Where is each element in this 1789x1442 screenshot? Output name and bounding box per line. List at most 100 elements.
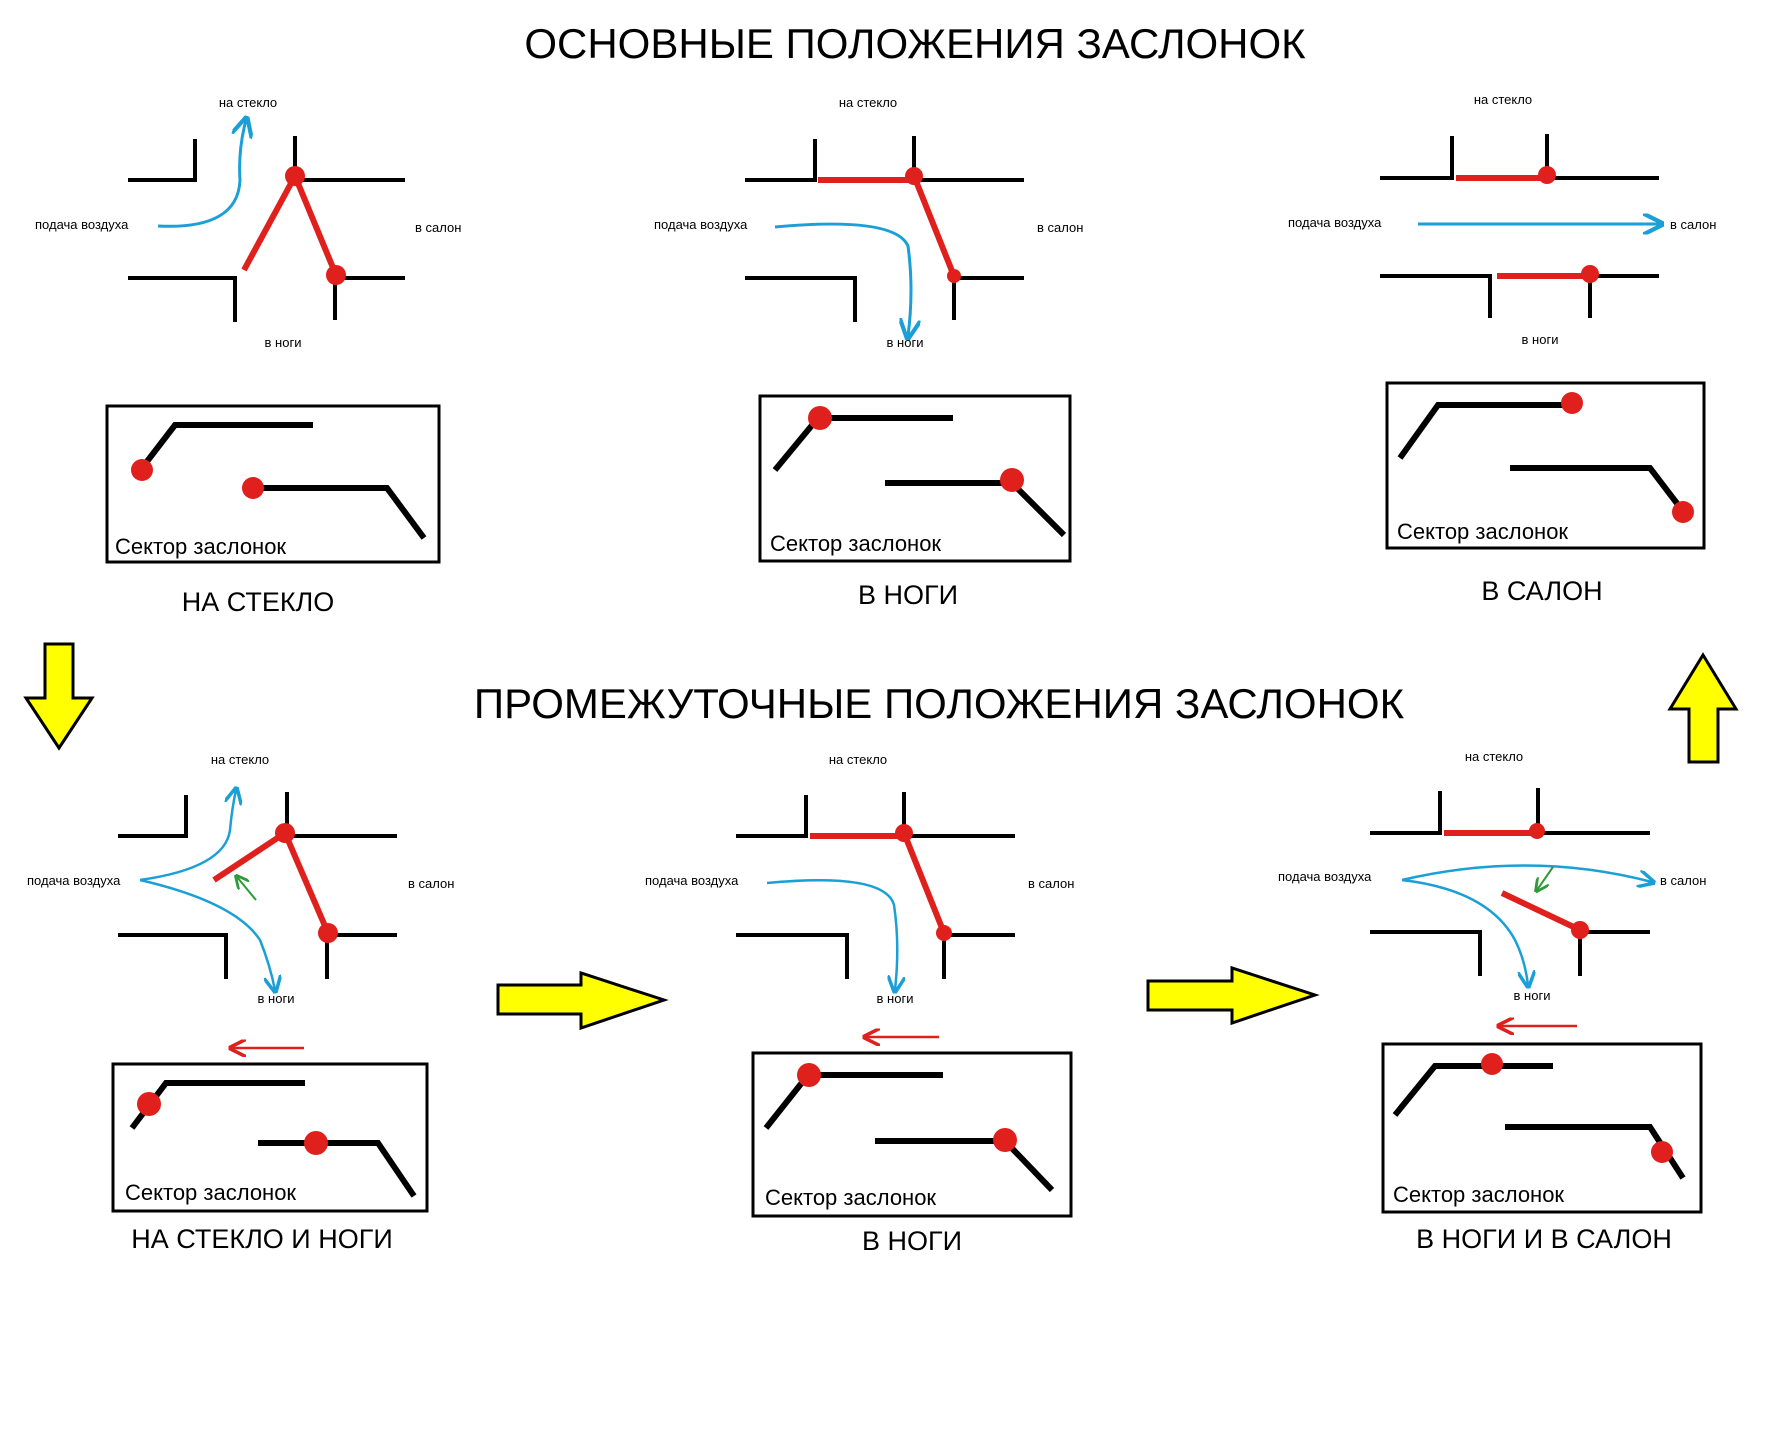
label-to-glass: на стекло [219,95,277,110]
caption-feet: В НОГИ [858,580,958,610]
sector-box [1385,381,1706,550]
label-to-glass: на стекло [829,752,887,767]
sector-marker [1000,468,1024,492]
flap-pivot [905,167,923,185]
sector-box [758,394,1072,563]
flap-pivot [1571,921,1589,939]
sector-label: Сектор заслонок [1393,1182,1564,1207]
sector-marker [131,459,153,481]
airflow-arrow-right [1401,864,1652,882]
sector-marker [1651,1141,1673,1163]
flap-pivot [895,824,913,842]
title-intermediate-positions: ПРОМЕЖУТОЧНЫЕ ПОЛОЖЕНИЯ ЗАСЛОНОК [474,680,1405,727]
flap-pivot [1538,166,1556,184]
flap-pivot [1529,823,1545,839]
flap-pivot [936,925,952,941]
flap-motion-arrow [237,877,257,901]
label-air-supply: подача воздуха [645,873,739,888]
label-air-supply: подача воздуха [27,873,121,888]
duct-walls [128,136,405,322]
sector-marker [137,1092,161,1116]
flap-pivot [275,823,295,843]
diagram-glass-and-feet: на стекло подача воздуха в салон в ноги … [27,752,454,1254]
caption-feet-and-cabin: В НОГИ И В САЛОН [1416,1224,1672,1254]
airflow-arrow-up [157,120,246,228]
label-to-cabin: в салон [1037,220,1083,235]
sector-shape [1397,402,1685,512]
label-to-feet: в ноги [258,991,295,1006]
duct-walls [745,136,1024,322]
caption-cabin: В САЛОН [1481,576,1602,606]
flap-pivot [326,265,346,285]
label-to-feet: в ноги [877,991,914,1006]
label-air-supply: подача воздуха [1278,869,1372,884]
diagram-glass: на стекло подача воздуха в салон в ноги … [35,95,461,617]
diagram-feet-intermediate: на стекло подача воздуха в салон в ноги … [645,752,1074,1256]
sector-label: Сектор заслонок [125,1180,296,1205]
sector-marker [1672,501,1694,523]
diagram-cabin: на стекло подача воздуха в салон в ноги … [1288,92,1716,606]
label-to-cabin: в салон [1660,873,1706,888]
label-to-feet: в ноги [1514,988,1551,1003]
label-to-glass: на стекло [1474,92,1532,107]
yellow-down-arrow [23,642,95,751]
sector-label: Сектор заслонок [115,534,286,559]
sector-marker [797,1063,821,1087]
airflow-arrow-down [1401,878,1528,985]
sector-marker [1561,392,1583,414]
label-to-cabin: в салон [415,220,461,235]
label-air-supply: подача воздуха [35,217,129,232]
sector-label: Сектор заслонок [770,531,941,556]
duct-walls [1370,788,1650,976]
airflow-arrow-down [139,878,275,990]
yellow-right-arrow [496,970,669,1031]
diagram-feet: на стекло подача воздуха в салон в ноги … [654,95,1083,610]
duct-walls [1380,134,1659,318]
label-to-cabin: в салон [408,876,454,891]
label-to-cabin: в салон [1670,217,1716,232]
sector-marker [242,477,264,499]
flaps [1456,166,1599,283]
sector-box [111,1062,429,1213]
flaps [810,824,952,941]
label-to-feet: в ноги [1522,332,1559,347]
label-to-glass: на стекло [211,752,269,767]
flap-pivot [1581,265,1599,283]
flaps [1444,823,1589,939]
sector-box [751,1051,1073,1218]
sector-shape [139,422,427,540]
airflow-arrow-down [766,879,897,990]
duct-walls [736,792,1015,979]
label-air-supply: подача воздуха [654,217,748,232]
flap-motion-arrow [1537,866,1554,890]
flaps [818,167,961,283]
sector-box [105,404,441,564]
flap-pivot [285,166,305,186]
label-to-glass: на стекло [1465,749,1523,764]
caption-feet-intermediate: В НОГИ [862,1226,962,1256]
caption-glass: НА СТЕКЛО [182,587,335,617]
title-main-positions: ОСНОВНЫЕ ПОЛОЖЕНИЯ ЗАСЛОНОК [524,20,1306,67]
caption-glass-and-feet: НА СТЕКЛО И НОГИ [131,1224,393,1254]
label-to-glass: на стекло [839,95,897,110]
label-to-cabin: в салон [1028,876,1074,891]
flaps [212,823,338,943]
label-to-feet: в ноги [887,335,924,350]
label-air-supply: подача воздуха [1288,215,1382,230]
sector-marker [808,406,832,430]
sector-marker [304,1131,328,1155]
sector-marker [1481,1053,1503,1075]
sector-marker [993,1128,1017,1152]
yellow-up-arrow [1667,652,1739,764]
flaps [241,166,346,285]
airflow-arrow-up [139,790,236,882]
yellow-right-arrow [1146,965,1320,1026]
sector-shape [1392,1063,1686,1180]
airflow-arrow-down [774,222,911,336]
sector-box [1381,1042,1703,1214]
sector-label: Сектор заслонок [765,1185,936,1210]
sector-label: Сектор заслонок [1397,519,1568,544]
label-to-feet: в ноги [265,335,302,350]
flap-pivot [318,923,338,943]
